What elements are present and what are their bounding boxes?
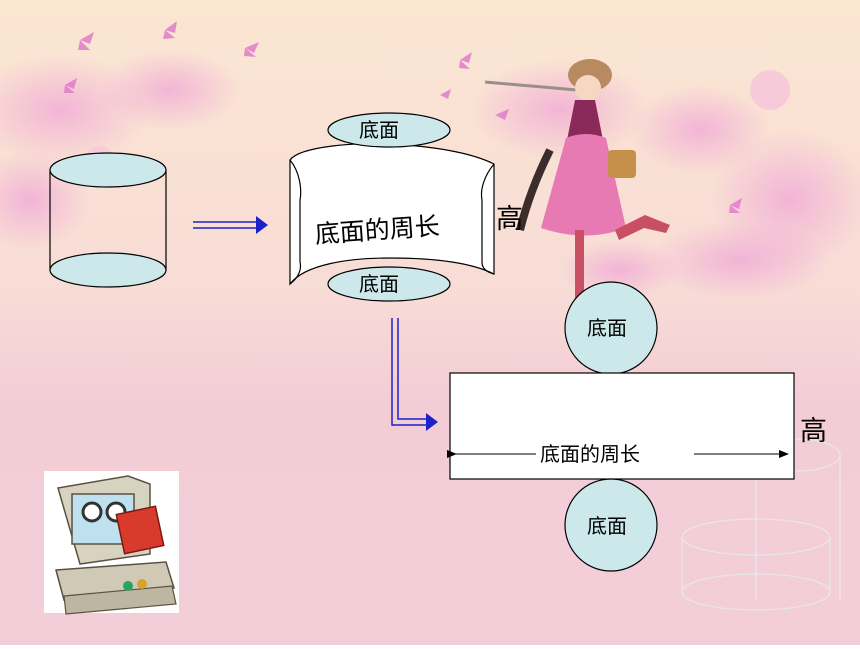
bottom-base-ellipse [327, 266, 451, 302]
top-base-label: 底面 [359, 118, 399, 142]
cylinder-solid [49, 152, 167, 288]
rect-width-label: 底面的周长 [540, 442, 640, 466]
background-flowers [0, 50, 860, 300]
height-label-curved: 高 [496, 204, 523, 235]
bottom-base-label: 底面 [359, 272, 399, 296]
butterfly-icon [64, 21, 742, 213]
computer-with-book-icon [44, 471, 179, 615]
net-rectangle [449, 372, 795, 480]
net-bottom-circle-label: 底面 [587, 514, 627, 538]
arrow-to-rectangle-net [391, 318, 438, 431]
height-label-rect: 高 [800, 416, 827, 447]
arrow-to-curved-surface [193, 216, 268, 234]
net-top-circle-label: 底面 [587, 316, 627, 340]
girl-playing-flute-illustration [484, 59, 670, 300]
top-base-ellipse [327, 112, 451, 148]
net-bottom-circle [564, 478, 658, 572]
